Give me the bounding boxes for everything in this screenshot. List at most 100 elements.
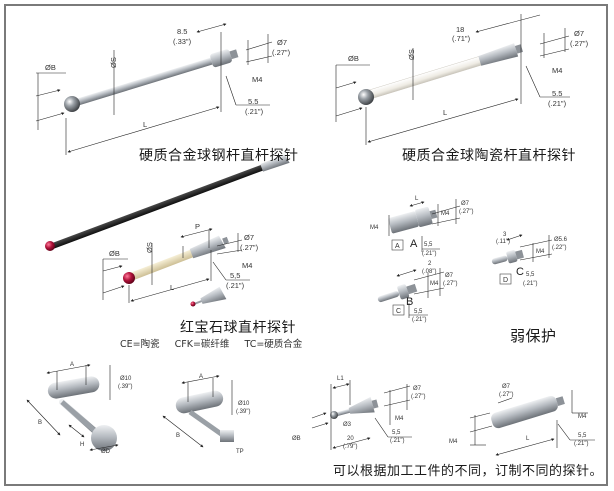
part-c: 3 (.11") M4 Ø5.6 (.22") 5,5 (.21") C D: [491, 232, 568, 287]
label-dia-in: (.27"): [272, 48, 291, 57]
caption-weak-link: 弱保护: [510, 327, 557, 345]
part-b-tag: B: [406, 296, 413, 308]
label-cyl-a: A: [199, 374, 203, 380]
ruby-ball-small: [190, 301, 196, 307]
label-shoulder-in: (.33"): [173, 37, 192, 46]
label-b-dia-in: (.27"): [443, 281, 457, 287]
label-disc-h: H: [80, 442, 84, 448]
label-shoulder-mm: 8.5: [177, 27, 187, 36]
legend-carbide: TC=硬质合金: [244, 339, 303, 350]
label-cyl-dia-in: (.39"): [236, 409, 250, 415]
stylus-body: [260, 154, 290, 172]
label-small-flat-mm: 5,5: [392, 430, 401, 436]
legend-ceramic: CE=陶瓷: [120, 339, 160, 350]
label-ext-thread-right: M4: [578, 414, 587, 420]
label-flat-in: (.21"): [226, 281, 245, 290]
label-p: P: [195, 222, 200, 231]
beige-stem: [126, 249, 195, 282]
label-disc-d: ØD: [101, 449, 111, 455]
label-dia-in: (.27"): [570, 39, 589, 48]
part-b: 2 (.08") M4 Ø7 (.27") 5,5 (.21") B C: [377, 261, 457, 323]
label-disc-dia-in: (.39"): [118, 384, 132, 390]
part-a-box-label: A: [395, 243, 400, 250]
label-b-len-in: (.08"): [422, 269, 436, 275]
label-small-ball: ØB: [292, 436, 301, 442]
label-ball-dia: ØB: [109, 249, 120, 258]
label-small-flat-in: (.21"): [390, 438, 404, 444]
label-b-flat-mm: 5,5: [414, 309, 423, 315]
label-cyl-dia-mm: Ø10: [238, 401, 250, 407]
stylus-stem: [66, 57, 213, 109]
part-b-box-label: C: [396, 308, 401, 315]
label-a-flat-mm: 5,5: [424, 242, 433, 248]
label-c-len-mm: 3: [503, 232, 507, 238]
short-stylus-body: [200, 286, 227, 304]
label-b-len-mm: 2: [428, 261, 432, 267]
caption-steel-stylus: 硬质合金球钢杆直杆探针: [139, 148, 299, 164]
disc-stylus-drawing: A B H ØD Ø10 (.39"): [26, 362, 132, 455]
label-c-flat-mm: 5,5: [526, 272, 535, 278]
label-flat-mm: 5,5: [230, 271, 240, 280]
part-c-box-label: D: [503, 277, 508, 284]
label-small-l1: L1: [337, 376, 344, 382]
caption-ruby-stylus: 红宝石球直杆探针: [180, 320, 296, 336]
ruby-stylus-drawing: ØB ØS L P Ø7 (.27") M4 5,5 (.21"): [45, 154, 290, 307]
label-cyl-b: B: [176, 433, 180, 439]
label-ext-flat-mm: 5,5: [578, 433, 587, 439]
label-length: L: [143, 120, 147, 129]
label-small-len-mm: 20: [347, 436, 354, 442]
label-b-thread: M4: [430, 281, 439, 287]
legend-carbon-fiber: CFK=碳纤维: [174, 339, 230, 350]
label-dia-mm: Ø7: [244, 233, 254, 242]
label-ext-dia-mm: Ø7: [502, 384, 511, 390]
label-thread: M4: [552, 66, 562, 75]
label-c-flat-in: (.21"): [523, 281, 537, 287]
label-flat-mm: 5.5: [248, 97, 258, 106]
ruby-ball: [123, 272, 135, 284]
label-ball-dia: ØB: [348, 54, 359, 63]
label-ext-flat-in: (.21"): [574, 441, 588, 447]
label-c-dia-in: (.22"): [552, 245, 566, 251]
extension-drawing: Ø7 (.27") M4 M4 L 5,5 (.21"): [449, 384, 595, 456]
label-a-dia-in: (.27"): [459, 209, 473, 215]
ceramic-stylus-drawing: ØB ØS L 18 (.71") Ø7 (.27") M4 5.5 (.21"…: [335, 14, 589, 145]
stylus-body: [478, 43, 519, 66]
label-small-len-in: (.79"): [343, 444, 357, 450]
cylinder-stylus-drawing: A B TP Ø10 (.39"): [162, 374, 250, 455]
stylus-body: [189, 235, 226, 259]
stylus-stem-ceramic: [363, 55, 484, 101]
label-disc-dia-mm: Ø10: [120, 376, 132, 382]
label-thread: M4: [242, 261, 252, 270]
label-ext-length: L: [526, 436, 530, 442]
label-a-dia-mm: Ø7: [461, 201, 470, 207]
small-ball-stylus-drawing: L1 ØB Ø3 20 (.79") Ø7 (.27") M4 5,5 (.21…: [292, 376, 425, 450]
label-shoulder-in: (.71"): [452, 34, 471, 43]
label-c-len-in: (.11"): [496, 239, 510, 245]
carbon-stem: [48, 164, 265, 250]
label-length: L: [443, 108, 447, 117]
label-b-flat-in: (.21"): [412, 317, 426, 323]
label-shoulder-mm: 18: [456, 25, 464, 34]
part-a-tag: A: [410, 238, 418, 250]
material-legend: CE=陶瓷 CFK=碳纤维 TC=硬质合金: [120, 336, 314, 350]
label-a-length: L: [415, 196, 419, 202]
label-a-thread-right: M4: [441, 211, 450, 217]
thread: [222, 236, 229, 245]
label-small-dia-mm: Ø7: [413, 386, 422, 392]
label-small-stem: Ø3: [343, 422, 352, 428]
label-dia-mm: Ø7: [574, 29, 584, 38]
label-stem-dia: ØS: [407, 49, 416, 60]
stylus-ball: [358, 89, 374, 105]
label-flat-mm: 5.5: [552, 89, 562, 98]
label-small-thread: M4: [395, 416, 404, 422]
stylus-ball: [64, 96, 80, 112]
label-a-thread-left: M4: [370, 225, 379, 231]
steel-stylus-drawing: ØB ØS L 8.5 (.33") Ø7 (.27") M4 5.5 (.21…: [35, 23, 291, 155]
weak-link-drawing: M4 L M4 Ø7 (.27") 5,5 (.21") A A: [370, 196, 568, 323]
label-c-thread: M4: [536, 249, 545, 255]
part-c-tag: C: [516, 266, 524, 278]
label-disc-b: B: [38, 420, 42, 426]
label-stem-dia: ØS: [109, 57, 118, 68]
label-a-flat-in: (.21"): [422, 251, 436, 257]
